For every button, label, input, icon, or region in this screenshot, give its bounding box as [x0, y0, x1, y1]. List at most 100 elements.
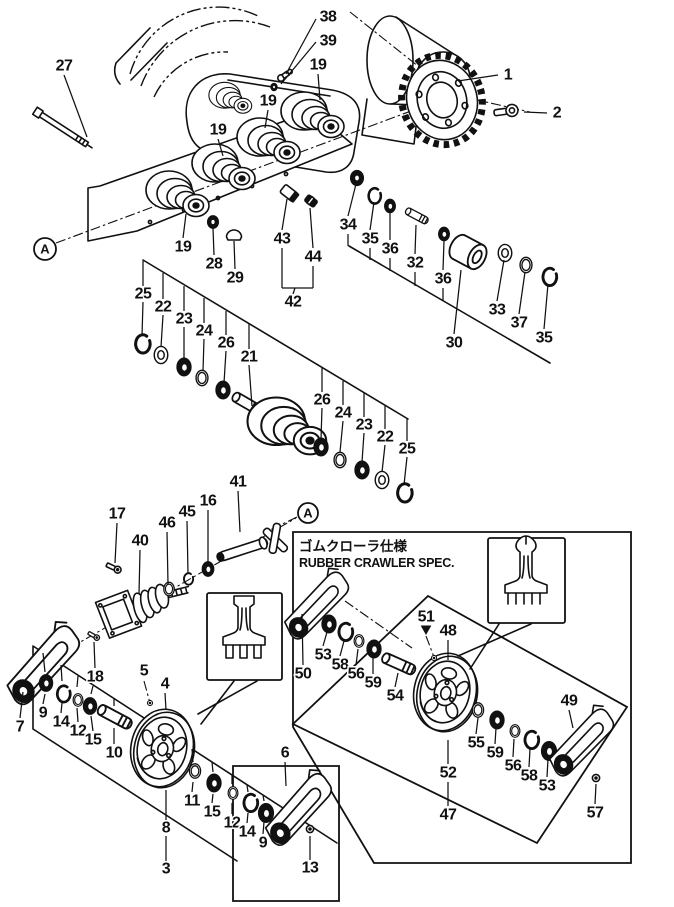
part-number-label: 45: [179, 504, 196, 521]
leader-line: [292, 287, 296, 295]
part-number-label: 24: [335, 405, 352, 422]
leader-line: [90, 685, 94, 695]
leader-line: [528, 748, 531, 768]
leader-line: [594, 783, 597, 805]
part-number-label: 49: [561, 693, 578, 710]
sprocket-shaft-parts: [349, 169, 559, 287]
part-number-label: 15: [85, 732, 102, 749]
leader-line: [76, 707, 79, 723]
leader-line: [246, 784, 249, 793]
leader-line: [453, 269, 462, 335]
sprocket-shaft-band-line: [348, 245, 551, 364]
leader-line: [394, 672, 399, 688]
leader-line: [76, 675, 79, 688]
part-number-label: 42: [285, 294, 302, 311]
part-number-label: 1: [504, 67, 513, 84]
leader-line: [217, 138, 224, 157]
leader-lines: [19, 18, 597, 861]
part-number-label: 6: [281, 745, 290, 762]
part-number-label: 53: [315, 647, 332, 664]
leader-line: [202, 338, 205, 372]
part-number-label: 15: [204, 804, 221, 821]
track-roller-band-line: [142, 259, 409, 420]
part-number-label: 17: [109, 506, 126, 523]
part-number-label: 36: [382, 241, 399, 258]
centerline: [344, 600, 413, 649]
view-callout-circle: [33, 237, 57, 261]
part-number-label: 12: [224, 815, 241, 832]
part-number-label: 52: [440, 765, 457, 782]
leader-line: [182, 213, 187, 239]
part-number-label: 43: [274, 231, 291, 248]
part-number-label: 35: [536, 330, 553, 347]
roller-cap: [225, 229, 243, 241]
part-number-label: 24: [196, 323, 213, 340]
rubber-spec-box-outline: [292, 531, 632, 864]
part-number-label: 55: [468, 735, 485, 752]
part-number-label: 51: [418, 609, 435, 626]
part-number-label: 9: [259, 835, 268, 852]
leader-line: [347, 183, 357, 217]
grease-fitting: [275, 67, 295, 84]
part-number-label: 26: [218, 335, 235, 352]
leader-line: [496, 259, 505, 302]
leader-line: [355, 648, 359, 666]
rubber-spec-panel: ゴムクローラ仕様 RUBBER CRAWLER SPEC.: [271, 535, 626, 783]
leader-line: [141, 301, 144, 337]
leader-line: [262, 821, 265, 835]
part-number-label: 7: [16, 719, 25, 736]
part-number-label: 47: [440, 807, 457, 824]
leader-line: [285, 18, 317, 75]
part-number-label: 40: [132, 533, 149, 550]
part-number-label: 25: [135, 286, 152, 303]
leader-line: [414, 224, 417, 255]
leader-line: [63, 74, 88, 138]
part-number-label: 35: [362, 231, 379, 248]
leader-line: [264, 109, 269, 129]
leader-line: [309, 207, 314, 249]
leader-line: [442, 240, 445, 271]
leader-line: [90, 715, 94, 732]
part-number-label: 36: [435, 271, 452, 288]
pivot-plug-small: [303, 193, 319, 209]
part-number-label: 10: [106, 745, 123, 762]
leader-line: [166, 531, 169, 585]
leader-line: [191, 748, 194, 763]
part-number-label: 19: [310, 57, 327, 74]
part-number-label: 59: [487, 745, 504, 762]
leader-line: [518, 271, 526, 315]
leader-line: [281, 198, 288, 231]
leader-line: [248, 364, 253, 407]
roller-nut: [206, 214, 220, 230]
part-number-label: 50: [295, 666, 312, 683]
leader-line: [93, 641, 96, 669]
leader-line: [457, 74, 499, 82]
frame-mount-bolt: [31, 106, 93, 149]
part-number-label: 54: [387, 688, 404, 705]
leader-line: [317, 73, 321, 101]
part-number-label: 41: [230, 474, 247, 491]
arrow-marker: [420, 625, 432, 636]
leader-line: [233, 240, 236, 270]
leader-line: [322, 631, 328, 647]
grease-fitting-nut: [270, 82, 278, 92]
part-number-label: 11: [184, 793, 201, 810]
leader-line: [160, 314, 164, 348]
leader-line: [403, 456, 408, 486]
part-number-label: 12: [70, 723, 87, 740]
leader-line: [164, 692, 167, 711]
leader-line: [280, 41, 317, 85]
leader-line: [246, 812, 249, 824]
part-number-label: 48: [440, 623, 457, 640]
leader-line: [211, 761, 214, 773]
part-number-label: 9: [39, 705, 48, 722]
part-number-label: 16: [200, 493, 217, 510]
part-number-label: 29: [227, 270, 244, 287]
view-callout-letter: A: [40, 242, 50, 257]
part-number-label: 56: [348, 666, 365, 683]
part-number-label: 58: [521, 768, 538, 785]
leader-line: [339, 420, 344, 453]
part-number-label: 19: [260, 93, 277, 110]
part-number-label: 23: [176, 311, 193, 328]
